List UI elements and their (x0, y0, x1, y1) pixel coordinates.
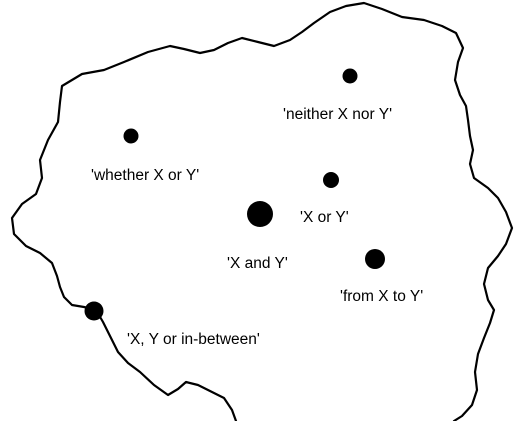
label-from-x-to-y: 'from X to Y' (340, 288, 423, 305)
dot-x-y-or-in-between (84, 301, 104, 321)
label-whether-x-or-y: 'whether X or Y' (91, 167, 199, 184)
dot-whether-x-or-y (123, 128, 139, 144)
label-x-y-or-in-between: 'X, Y or in-between' (127, 331, 260, 348)
label-neither-x-nor-y: 'neither X nor Y' (283, 106, 392, 123)
dot-neither-x-nor-y (342, 68, 358, 84)
dot-from-x-to-y (365, 249, 385, 269)
dot-x-and-y (247, 201, 273, 227)
dot-x-or-y (323, 172, 339, 188)
label-x-or-y: 'X or Y' (300, 209, 349, 226)
label-x-and-y: 'X and Y' (227, 255, 288, 272)
